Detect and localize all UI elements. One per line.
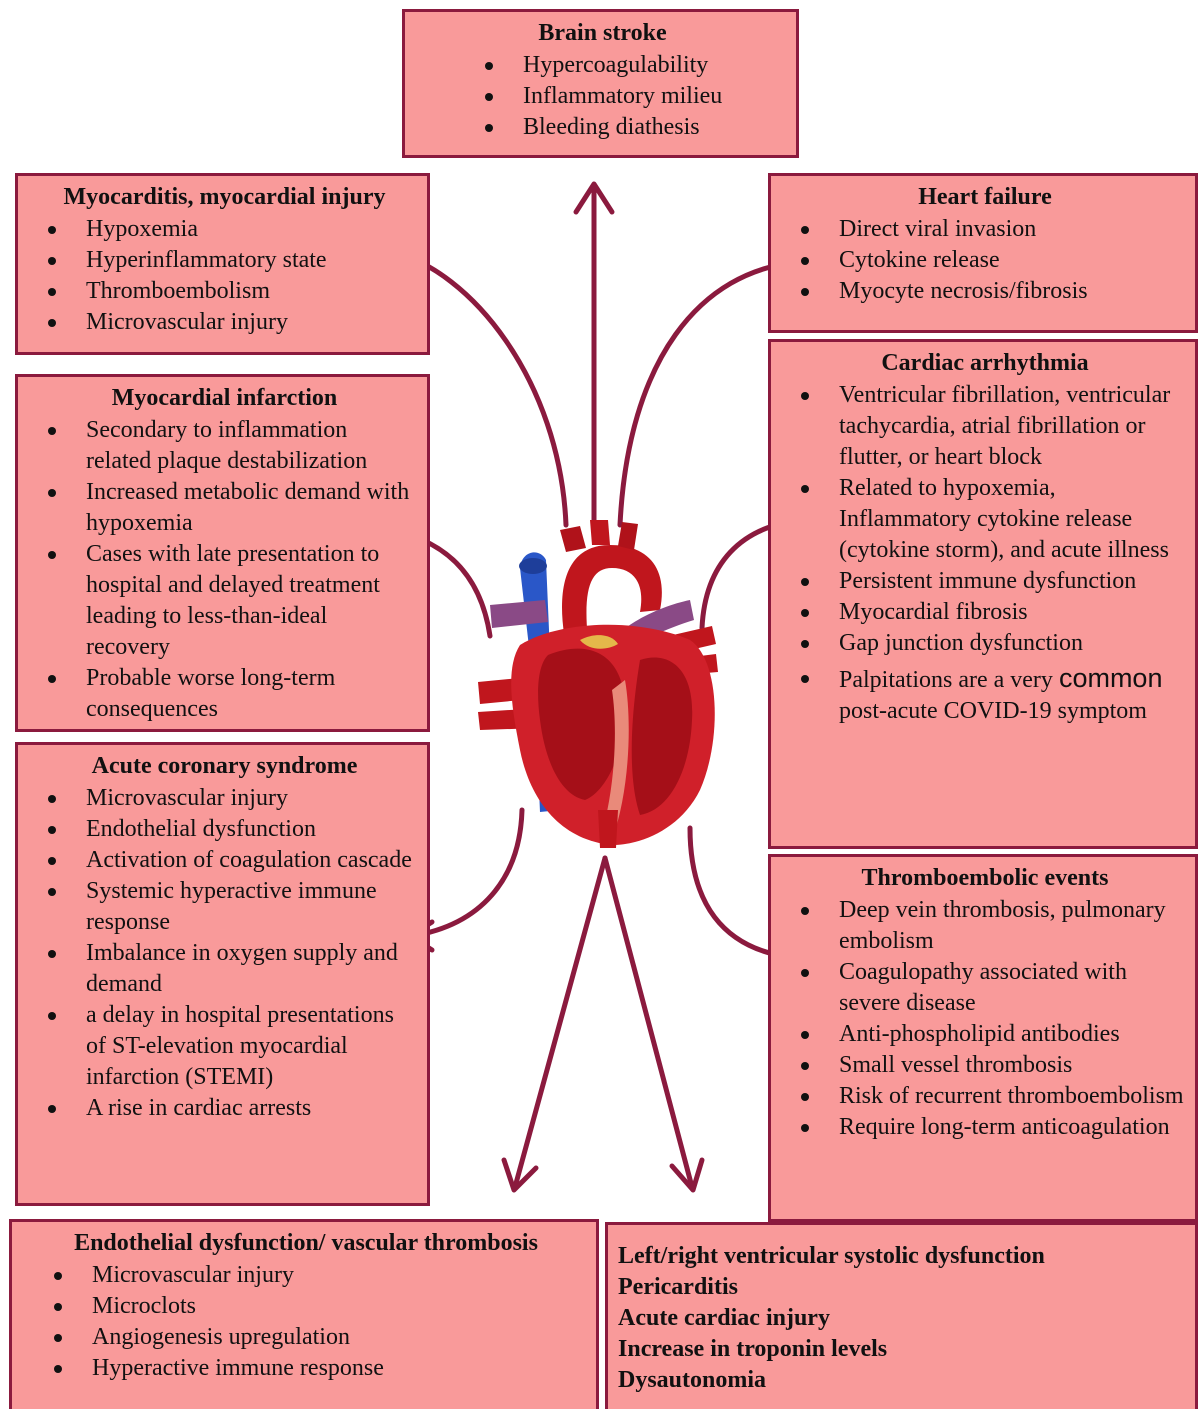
brain-stroke-box: Brain stroke Hypercoagulability Inflamma… bbox=[402, 9, 799, 158]
other-line: Pericarditis bbox=[618, 1272, 1185, 1303]
acute-coronary-box: Acute coronary syndrome Microvascular in… bbox=[15, 742, 430, 1206]
acute-coronary-title: Acute coronary syndrome bbox=[32, 751, 417, 781]
other-line: Dysautonomia bbox=[618, 1365, 1185, 1396]
list-item: Myocyte necrosis/fibrosis bbox=[839, 276, 1185, 307]
vena-cava-top bbox=[519, 558, 547, 574]
list-item: Endothelial dysfunction bbox=[86, 814, 417, 845]
list-item: A rise in cardiac arrests bbox=[86, 1093, 417, 1124]
list-item: Bleeding diathesis bbox=[523, 112, 786, 143]
list-item: Persistent immune dysfunction bbox=[839, 566, 1185, 597]
list-item: Microvascular injury bbox=[86, 783, 417, 814]
list-item: Microvascular injury bbox=[86, 307, 417, 338]
list-item: Systemic hyperactive immune response bbox=[86, 876, 417, 938]
list-item: Inflammatory milieu bbox=[523, 81, 786, 112]
endothelial-title: Endothelial dysfunction/ vascular thromb… bbox=[26, 1228, 586, 1258]
aorta-branch-2 bbox=[590, 520, 610, 545]
list-item: Hypercoagulability bbox=[523, 50, 786, 81]
myocardial-infarction-title: Myocardial infarction bbox=[32, 383, 417, 413]
other-line: Acute cardiac injury bbox=[618, 1303, 1185, 1334]
myocardial-infarction-box: Myocardial infarction Secondary to infla… bbox=[15, 374, 430, 732]
list-item: Cases with late presentation to hospital… bbox=[86, 539, 417, 663]
brain-stroke-title: Brain stroke bbox=[419, 18, 786, 48]
list-item: Risk of recurrent thromboembolism bbox=[839, 1081, 1185, 1112]
list-item: Increased metabolic demand with hypoxemi… bbox=[86, 477, 417, 539]
list-item: Require long-term anticoagulation bbox=[839, 1112, 1185, 1143]
aorta-branch-1 bbox=[560, 526, 586, 552]
thromboembolic-title: Thromboembolic events bbox=[785, 863, 1185, 893]
palpitations-text-3: post-acute COVID-19 symptom bbox=[839, 698, 1147, 724]
list-item: Coagulopathy associated with severe dise… bbox=[839, 957, 1185, 1019]
other-manifestations-box: Left/right ventricular systolic dysfunct… bbox=[605, 1222, 1198, 1409]
endothelial-box: Endothelial dysfunction/ vascular thromb… bbox=[9, 1219, 599, 1409]
list-item: Hyperactive immune response bbox=[92, 1353, 586, 1384]
cardiac-arrhythmia-title: Cardiac arrhythmia bbox=[785, 348, 1185, 378]
list-item: Angiogenesis upregulation bbox=[92, 1322, 586, 1353]
aorta-branch-3 bbox=[618, 522, 638, 550]
list-item: Hypoxemia bbox=[86, 214, 417, 245]
list-item: Microclots bbox=[92, 1291, 586, 1322]
list-item: Gap junction dysfunction bbox=[839, 628, 1185, 659]
list-item: Cytokine release bbox=[839, 245, 1185, 276]
list-item: Imbalance in oxygen supply and demand bbox=[86, 938, 417, 1000]
list-item: Microvascular injury bbox=[92, 1260, 586, 1291]
list-item: Deep vein thrombosis, pulmonary embolism bbox=[839, 895, 1185, 957]
list-item: Anti-phospholipid antibodies bbox=[839, 1019, 1185, 1050]
list-item: Small vessel thrombosis bbox=[839, 1050, 1185, 1081]
palpitations-text-2: common bbox=[1059, 663, 1163, 693]
list-item: Probable worse long-term consequences bbox=[86, 663, 417, 725]
list-item: Myocardial fibrosis bbox=[839, 597, 1185, 628]
palpitations-text-1: Palpitations are a very bbox=[839, 667, 1053, 693]
cardiac-arrhythmia-box: Cardiac arrhythmia Ventricular fibrillat… bbox=[768, 339, 1198, 849]
other-line: Left/right ventricular systolic dysfunct… bbox=[618, 1241, 1185, 1272]
myocarditis-title: Myocarditis, myocardial injury bbox=[32, 182, 417, 212]
list-item: Ventricular fibrillation, ventricular ta… bbox=[839, 380, 1185, 473]
myocarditis-box: Myocarditis, myocardial injury Hypoxemia… bbox=[15, 173, 430, 355]
heart-failure-title: Heart failure bbox=[785, 182, 1185, 212]
list-item: a delay in hospital presentations of ST-… bbox=[86, 1000, 417, 1093]
list-item: Hyperinflammatory state bbox=[86, 245, 417, 276]
other-line: Increase in troponin levels bbox=[618, 1334, 1185, 1365]
heart-failure-box: Heart failure Direct viral invasion Cyto… bbox=[768, 173, 1198, 333]
list-item: Secondary to inflammation related plaque… bbox=[86, 415, 417, 477]
list-item: Thromboembolism bbox=[86, 276, 417, 307]
list-item: Activation of coagulation cascade bbox=[86, 845, 417, 876]
list-item-palpitations: Palpitations are a very common post-acut… bbox=[839, 663, 1185, 727]
list-item: Direct viral invasion bbox=[839, 214, 1185, 245]
list-item: Related to hypoxemia, Inflammatory cytok… bbox=[839, 473, 1185, 566]
thromboembolic-box: Thromboembolic events Deep vein thrombos… bbox=[768, 854, 1198, 1222]
descending-aorta bbox=[598, 810, 618, 848]
